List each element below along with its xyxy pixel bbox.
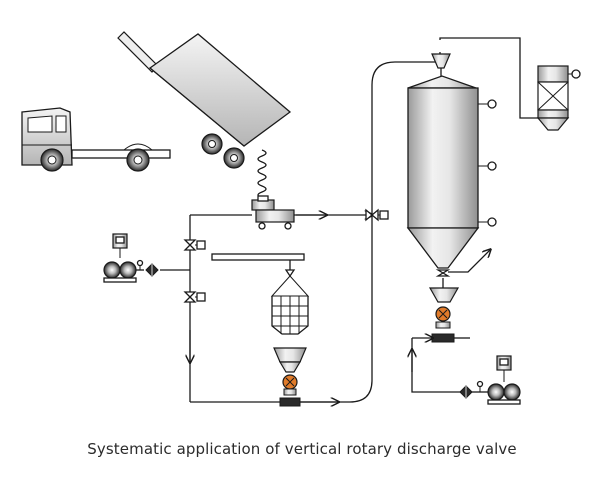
filter-icon: [536, 65, 581, 131]
process-diagram: [21, 31, 581, 430]
spring-hose-icon: [257, 149, 267, 199]
tipper-truck-icon: [21, 107, 171, 172]
bin-icon: [117, 31, 292, 169]
branch-valve-lower-icon: [183, 291, 206, 303]
blower-icon: [103, 233, 159, 283]
branch-valve-upper-icon: [183, 239, 206, 251]
blower-icon: [459, 355, 521, 405]
riser-valve-icon: [365, 208, 389, 222]
conveying-lines: [160, 37, 538, 402]
conveying-loop-right: [412, 338, 470, 393]
diagram-caption: Systematic application of vertical rotar…: [87, 440, 517, 458]
hopper-icon: [428, 278, 460, 343]
hopper-icon: [273, 347, 307, 407]
silo-icon: [406, 53, 497, 277]
big-bag-icon: [211, 253, 310, 335]
rotary-valve-icon: [251, 195, 295, 230]
